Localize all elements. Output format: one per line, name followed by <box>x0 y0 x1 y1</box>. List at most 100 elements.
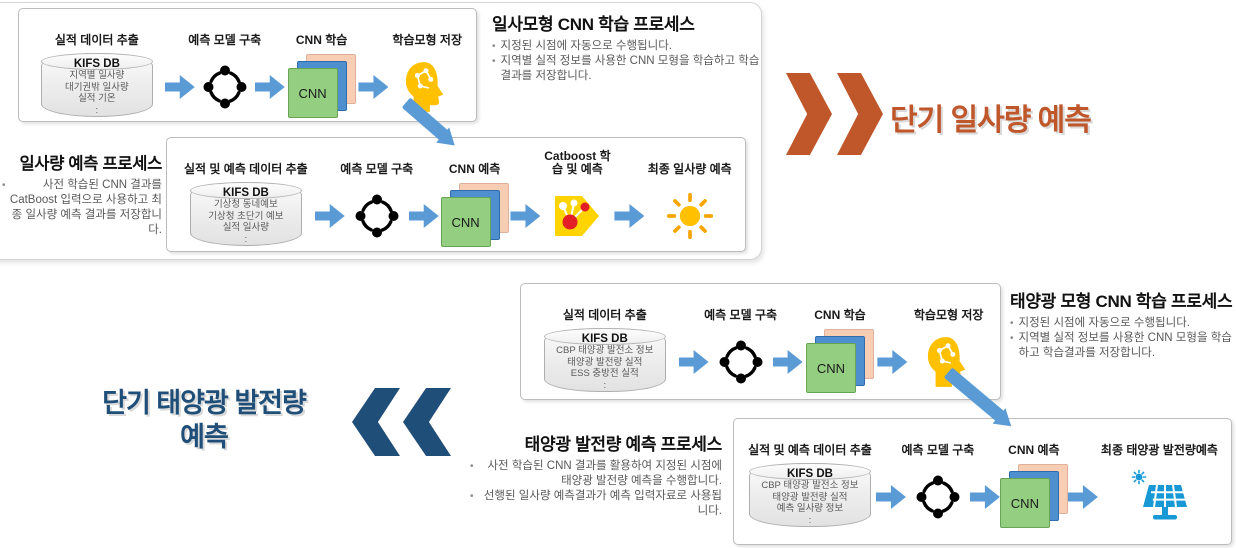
bullet-item: • 지정된 시점에 자동으로 수행됩니다. <box>492 39 760 54</box>
bullet-item: • 사전 학습된 CNN 결과를 활용하여 지정된 시점에 태양광 발전량 예측… <box>470 459 722 489</box>
database-cylinder-icon: KIFS DB CBP 태양광 발전소 정보 태양광 발전량 실적 예측 일사량… <box>748 463 871 527</box>
section-title: 일사모형 CNN 학습 프로세스 <box>492 15 695 34</box>
section-title: 태양광 발전량 예측 프로세스 <box>524 435 723 454</box>
db-item: 기상청 초단기 예보 <box>208 210 284 222</box>
model-build-icon <box>203 65 247 109</box>
step-label: Catboost 학습 및 예측 <box>544 149 611 176</box>
database-cylinder-icon: KIFS DB CBP 태양광 발전소 정보 태양광 발전량 실적 ESS 충방… <box>543 328 666 392</box>
radiation-train-title-block: 일사모형 CNN 학습 프로세스 • 지정된 시점에 자동으로 수행됩니다. •… <box>492 10 760 84</box>
db-item: 기상청 동네예보 <box>213 199 278 210</box>
radiation-banner-text: 단기 일사량 예측 <box>890 104 1092 137</box>
arrow-right-icon <box>408 204 439 228</box>
db-item: 태양광 발전량 실적 <box>772 491 848 503</box>
db-item: 실적 기온 <box>78 93 116 104</box>
bullet-dot: • <box>492 56 496 67</box>
step-label: 실적 및 예측 데이터 추출 <box>183 162 308 176</box>
step-save-model: 학습모형 저장 <box>388 17 466 113</box>
db-title: KIFS DB <box>786 468 833 480</box>
step-extract-data: 실적 데이터 추출 KIFS DB CBP 태양광 발전소 정보 태양광 발전량… <box>531 292 679 392</box>
solar-predict-flow-box: 실적 및 예측 데이터 추출 KIFS DB CBP 태양광 발전소 정보 태양… <box>733 418 1232 545</box>
step-label: 예측 모델 구축 <box>704 308 778 322</box>
bullet-item: • 지정된 시점에 자동으로 수행됩니다. <box>1010 316 1236 331</box>
db-item: 실적 일사량 <box>222 222 270 233</box>
section-title: 일사량 예측 프로세스 <box>19 155 163 173</box>
cnn-layer-front: CNN <box>440 197 491 247</box>
step-label: 예측 모델 구축 <box>340 162 414 176</box>
chevron-left-icon <box>352 388 400 456</box>
arrow-right-icon <box>678 350 709 374</box>
step-label: 학습모형 저장 <box>392 33 462 47</box>
step-cnn-predict: CNN 예측 CNN <box>999 427 1068 530</box>
model-build-icon <box>916 475 960 519</box>
catboost-icon <box>555 196 600 236</box>
step-build-model: 예측 모델 구축 <box>188 17 261 109</box>
bullet-item: • 선행된 일사량 예측결과가 예측 입력자료로 사용됩니다. <box>470 489 722 519</box>
step-label: 최종 태양광 발전량예측 <box>1100 443 1218 457</box>
cnn-layer-front: CNN <box>805 343 856 393</box>
cnn-stack-icon: CNN <box>999 464 1068 530</box>
solar-predict-title-block: 태양광 발전량 예측 프로세스 • 사전 학습된 CNN 결과를 활용하여 지정… <box>470 430 722 519</box>
solar-panel-icon <box>1132 469 1188 520</box>
step-label: CNN 학습 <box>295 33 348 47</box>
step-final-solar: 최종 태양광 발전량예측 <box>1098 427 1221 525</box>
radiation-predict-flow-box: 실적 및 예측 데이터 추출 KIFS DB 기상청 동네예보 기상청 초단기 … <box>166 137 746 252</box>
arrow-right-icon <box>772 350 803 374</box>
chevron-left-icon <box>403 388 451 456</box>
double-chevron-right-icon <box>786 73 883 155</box>
bullet-text: 사전 학습된 CNN 결과를 CatBoost 입력으로 사용하고 최종 일사량… <box>9 179 162 236</box>
bullet-dot: • <box>492 41 496 52</box>
db-item: : <box>603 379 607 391</box>
arrow-right-icon <box>875 485 906 509</box>
db-item: 예측 일사량 정보 <box>776 503 844 514</box>
arrow-right-icon <box>358 75 389 99</box>
database-cylinder-icon: KIFS DB 지역별 일사량 대기권밖 일사량 실적 기온 : <box>40 53 153 117</box>
db-title: KIFS DB <box>222 187 269 199</box>
arrow-right-icon <box>254 75 285 99</box>
db-item: CBP 태양광 발전소 정보 <box>556 345 654 356</box>
arrow-right-icon <box>164 75 195 99</box>
step-label: 학습모형 저장 <box>913 308 984 322</box>
step-extract-data: 실적 데이터 추출 KIFS DB 지역별 일사량 대기권밖 일사량 실적 기온… <box>29 17 165 117</box>
bullet-text: 지역별 실적 정보를 사용한 CNN 모형을 학습하고 학습결과를 저장합니다. <box>1018 332 1232 359</box>
radiation-train-flow-box: 실적 데이터 추출 KIFS DB 지역별 일사량 대기권밖 일사량 실적 기온… <box>18 8 477 122</box>
step-extract-data: 실적 및 예측 데이터 추출 KIFS DB CBP 태양광 발전소 정보 태양… <box>744 427 876 527</box>
bullet-text: 지정된 시점에 자동으로 수행됩니다. <box>1018 317 1190 329</box>
radiation-predict-title-block: 일사량 예측 프로세스 • 사전 학습된 CNN 결과를 CatBoost 입력… <box>2 150 162 238</box>
cnn-stack-icon: CNN <box>440 183 509 249</box>
bullet-text: 사전 학습된 CNN 결과를 활용하여 지정된 시점에 태양광 발전량 예측을 … <box>487 460 722 487</box>
solar-train-title-block: 태양광 모형 CNN 학습 프로세스 • 지정된 시점에 자동으로 수행됩니다.… <box>1010 287 1236 361</box>
bullet-text: 선행된 일사량 예측결과가 예측 입력자료로 사용됩니다. <box>483 490 722 517</box>
bullet-text: 지정된 시점에 자동으로 수행됩니다. <box>500 40 672 52</box>
section-title: 태양광 모형 CNN 학습 프로세스 <box>1010 292 1233 311</box>
step-build-model: 예측 모델 구축 <box>340 146 413 238</box>
step-label: 예측 모델 구축 <box>901 443 975 457</box>
step-extract-data: 실적 및 예측 데이터 추출 KIFS DB 기상청 동네예보 기상청 초단기 … <box>177 146 315 246</box>
bullet-dot: • <box>470 491 474 502</box>
db-title: KIFS DB <box>581 333 628 345</box>
solar-banner-line2: 예측 <box>180 422 229 452</box>
bullet-item: • 지역별 실적 정보를 사용한 CNN 모형을 학습하고 학습결과를 저장합니… <box>1010 331 1236 361</box>
model-build-icon <box>719 340 763 384</box>
step-label: 실적 데이터 추출 <box>562 308 647 322</box>
step-build-model: 예측 모델 구축 <box>704 292 777 384</box>
db-item: 대기권밖 일사량 <box>64 81 129 93</box>
bullet-dot: • <box>1010 318 1014 329</box>
step-label: 예측 모델 구축 <box>188 33 262 47</box>
bullet-item: • 지역별 실적 정보를 사용한 CNN 모형을 학습하고 학습결과를 저장합니… <box>492 54 760 84</box>
bullet-dot: • <box>1010 333 1014 344</box>
step-cnn-train: CNN 학습 CNN <box>285 17 359 120</box>
solar-train-flow-box: 실적 데이터 추출 KIFS DB CBP 태양광 발전소 정보 태양광 발전량… <box>520 283 1001 400</box>
arrow-right-icon <box>614 204 645 228</box>
step-final-radiation: 최종 일사량 예측 <box>644 146 735 240</box>
step-label: 최종 일사량 예측 <box>647 162 732 176</box>
solar-banner-line1: 단기 태양광 발전량 <box>102 388 307 418</box>
cnn-stack-icon: CNN <box>805 329 874 395</box>
bullet-text: 지역별 실적 정보를 사용한 CNN 모형을 학습하고 학습결과를 저장합니다. <box>500 55 760 82</box>
db-item: : <box>808 514 812 526</box>
step-label: 실적 및 예측 데이터 추출 <box>748 443 872 457</box>
chevron-right-icon <box>837 73 883 155</box>
step-build-model: 예측 모델 구축 <box>901 427 974 519</box>
db-title: KIFS DB <box>73 58 120 70</box>
cnn-stack-icon: CNN <box>287 54 356 120</box>
